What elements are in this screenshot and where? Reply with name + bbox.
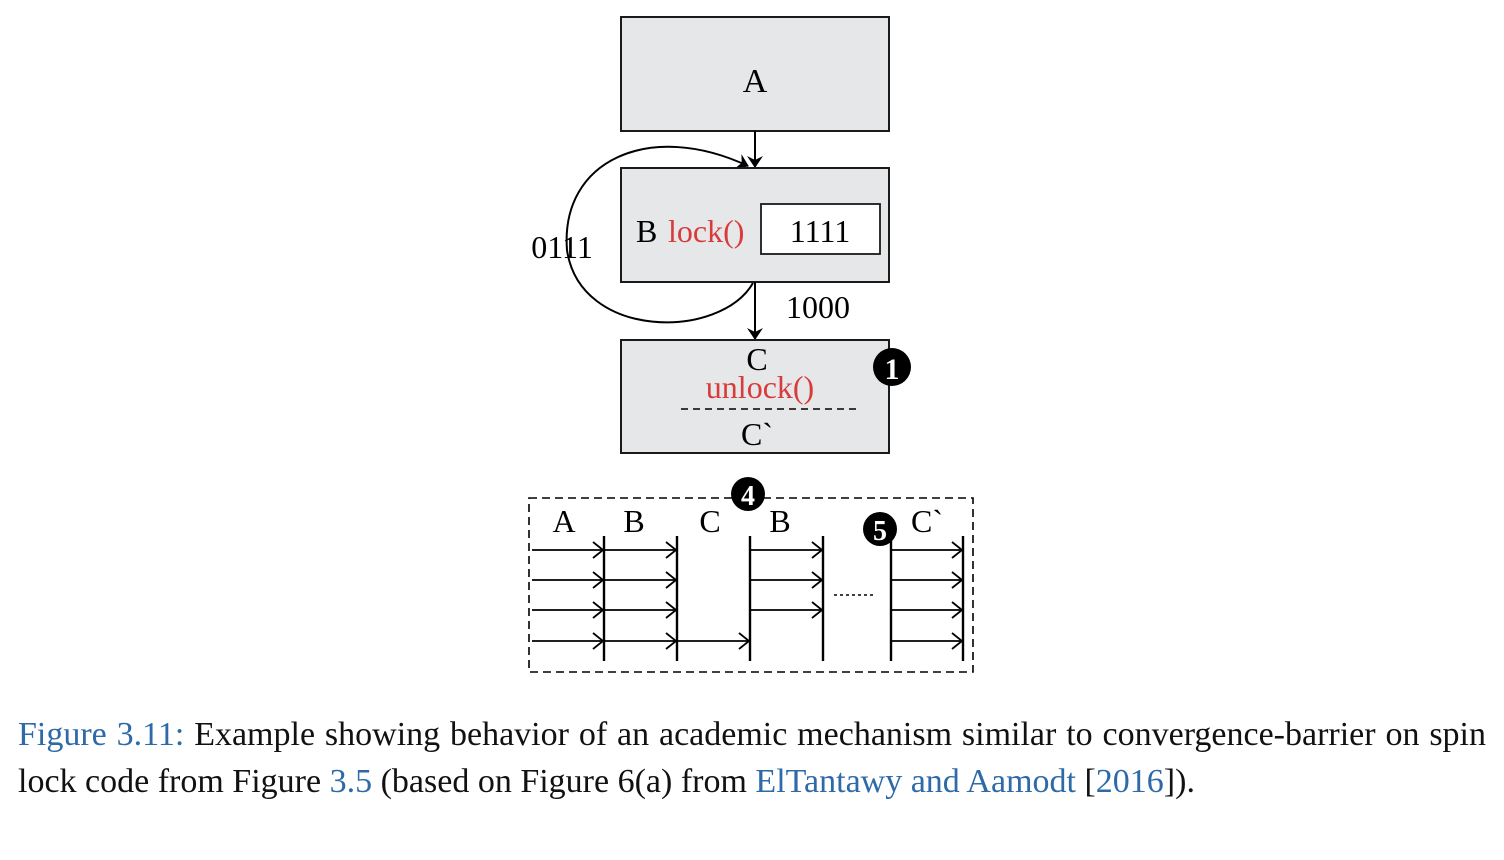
timeline-label-a: A [552,503,575,539]
block-a-box [620,16,890,132]
citation-year-link[interactable]: 2016 [1095,762,1164,800]
figure-caption: Figure 3.11: Example showing behavior of… [18,712,1486,805]
active-mask-box [760,203,881,255]
block-b: B lock() 1111 [620,167,890,283]
timeline-label-b2: B [769,503,790,539]
caption-text: ]). [1163,762,1195,800]
timeline-label-b1: B [623,503,644,539]
exit-mask-label: 1000 [786,289,850,325]
block-c-prime-label: C` [741,416,773,452]
loop-mask-label: 0111 [531,229,593,265]
timeline-bars [602,536,965,661]
block-c: C unlock() C` [620,339,890,454]
block-c-box [620,339,890,454]
badge-5-number: 5 [873,516,887,547]
badge-5-circle [863,512,897,546]
badge-1-number: 1 [885,353,900,386]
badge-5: 5 [863,512,897,547]
block-c-label: C [746,341,767,377]
timeline-arrows [532,550,962,641]
caption-text: (based on Figure 6(a) from [372,762,756,800]
badge-1-circle [873,348,911,386]
block-c-code: unlock() [706,369,814,405]
caption-text: [ [1075,762,1096,800]
block-b-label: B [636,213,657,249]
figure-label-link[interactable]: Figure 3.11: [18,716,185,753]
block-a: A [620,16,890,132]
figure-ref-link[interactable]: 3.5 [329,762,373,800]
badge-4-circle [731,477,765,511]
edge-loop-b [565,145,754,324]
active-mask-value: 1111 [790,213,850,249]
block-a-label: A [743,63,768,100]
citation-author-link[interactable]: ElTantawy and Aamodt [755,762,1076,800]
caption-text: Example showing behavior of an academic … [18,716,1487,800]
badge-1: 1 [873,348,911,386]
timeline-label-c-prime: C` [911,503,943,539]
badge-4: 4 [731,477,765,512]
figure-diagram: A 0111 B lock() 1111 1000 C unlock() C` … [528,16,974,673]
timeline-label-c: C [699,503,720,539]
block-b-code: lock() [668,213,744,249]
badge-4-number: 4 [741,481,755,512]
